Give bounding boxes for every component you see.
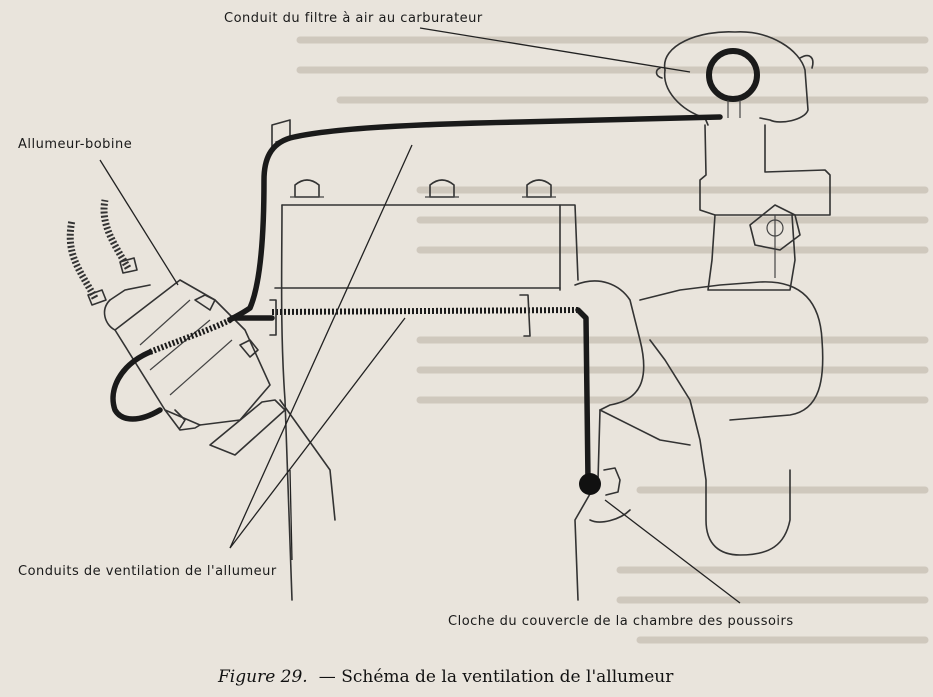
show-through-text xyxy=(296,36,929,644)
distributor-coil xyxy=(103,279,286,456)
label-distributor-coil: Allumeur-bobine xyxy=(18,137,132,152)
leader-lines xyxy=(99,27,741,604)
carburetor xyxy=(655,31,831,291)
figure-caption: Figure 29. — Schéma de la ventilation de… xyxy=(217,667,674,687)
engine-block xyxy=(274,204,824,601)
ignition-leads xyxy=(66,199,138,306)
head-nut-2 xyxy=(425,179,459,198)
label-vent-ducts: Conduits de ventilation de l'allumeur xyxy=(18,564,277,579)
vent-duct-lower xyxy=(110,294,591,483)
head-nut-1 xyxy=(290,179,324,198)
caption-figure-number: Figure 29. xyxy=(217,667,308,687)
label-air-filter-duct: Conduit du filtre à air au carburateur xyxy=(224,11,483,26)
air-filter-duct xyxy=(227,114,723,323)
tappet-cover-bell xyxy=(579,467,621,496)
caption-title: — Schéma de la ventilation de l'allumeur xyxy=(319,667,674,687)
head-nut-3 xyxy=(522,179,556,198)
label-tappet-cover-bell: Cloche du couvercle de la chambre des po… xyxy=(448,614,794,629)
